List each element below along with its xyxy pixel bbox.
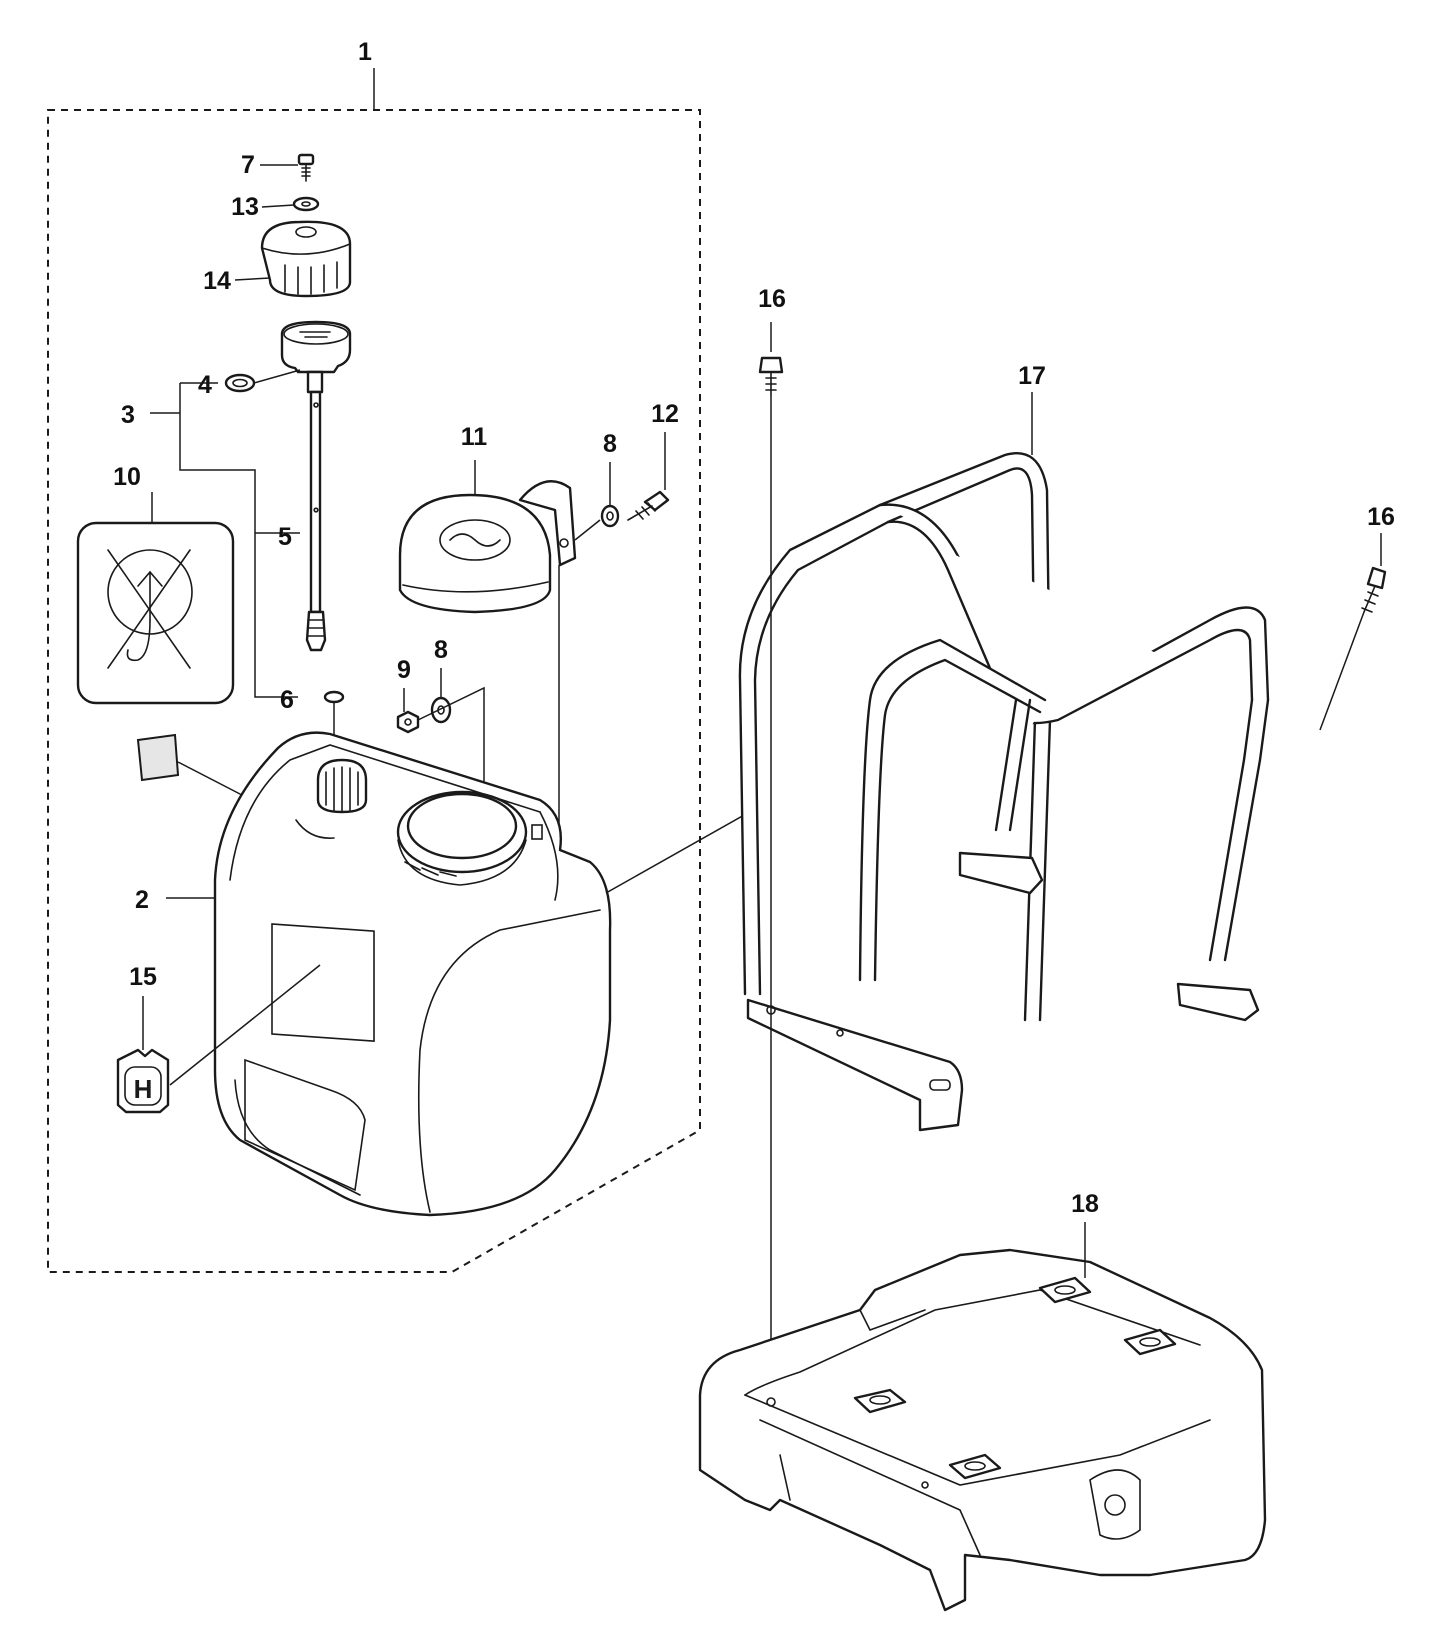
callout-2: 2 bbox=[135, 886, 149, 914]
screw-7 bbox=[297, 153, 315, 182]
decal-piece bbox=[136, 733, 180, 782]
callout-1: 1 bbox=[358, 38, 372, 66]
callout-18: 18 bbox=[1071, 1190, 1099, 1218]
bracket-3 bbox=[150, 382, 300, 698]
fuel-cap-14 bbox=[260, 220, 352, 298]
callout-labels: 1 7 13 14 4 3 10 5 6 2 15 11 8 12 9 8 16… bbox=[113, 38, 1395, 1218]
base-frame-18 bbox=[698, 1248, 1267, 1612]
dipstick-assembly-3 bbox=[280, 320, 352, 652]
filter-cover-11 bbox=[398, 480, 577, 614]
callout-15: 15 bbox=[129, 963, 157, 991]
callout-12: 12 bbox=[651, 400, 679, 428]
callout-7: 7 bbox=[241, 151, 255, 179]
callout-6: 6 bbox=[280, 686, 294, 714]
callout-8-lower: 8 bbox=[434, 636, 448, 664]
warning-decal-10 bbox=[76, 521, 235, 705]
callout-4: 4 bbox=[198, 371, 212, 399]
screw-16-right bbox=[1361, 566, 1387, 613]
logo-letter: H bbox=[134, 1074, 153, 1104]
fuel-tank-2 bbox=[213, 731, 612, 1217]
logo-badge-15: H bbox=[116, 1048, 170, 1114]
o-ring-6 bbox=[323, 690, 345, 704]
callout-9: 9 bbox=[397, 656, 411, 684]
callout-8-upper: 8 bbox=[603, 430, 617, 458]
washer-8-lower bbox=[430, 696, 452, 724]
screw-16-left bbox=[758, 356, 784, 396]
frame-17 bbox=[738, 452, 1270, 1132]
screw-12 bbox=[627, 490, 670, 521]
callout-14: 14 bbox=[203, 267, 231, 295]
o-ring-4 bbox=[224, 373, 256, 393]
nut-9 bbox=[396, 710, 420, 734]
callout-10: 10 bbox=[113, 463, 141, 491]
callout-16-left: 16 bbox=[758, 285, 786, 313]
callout-13: 13 bbox=[231, 193, 259, 221]
callout-3: 3 bbox=[121, 401, 135, 429]
callout-5: 5 bbox=[278, 523, 292, 551]
callout-11: 11 bbox=[461, 423, 488, 451]
washer-8-upper bbox=[600, 504, 620, 528]
washer-13 bbox=[292, 196, 320, 212]
callout-16-right: 16 bbox=[1367, 503, 1395, 531]
callout-17: 17 bbox=[1018, 362, 1046, 390]
